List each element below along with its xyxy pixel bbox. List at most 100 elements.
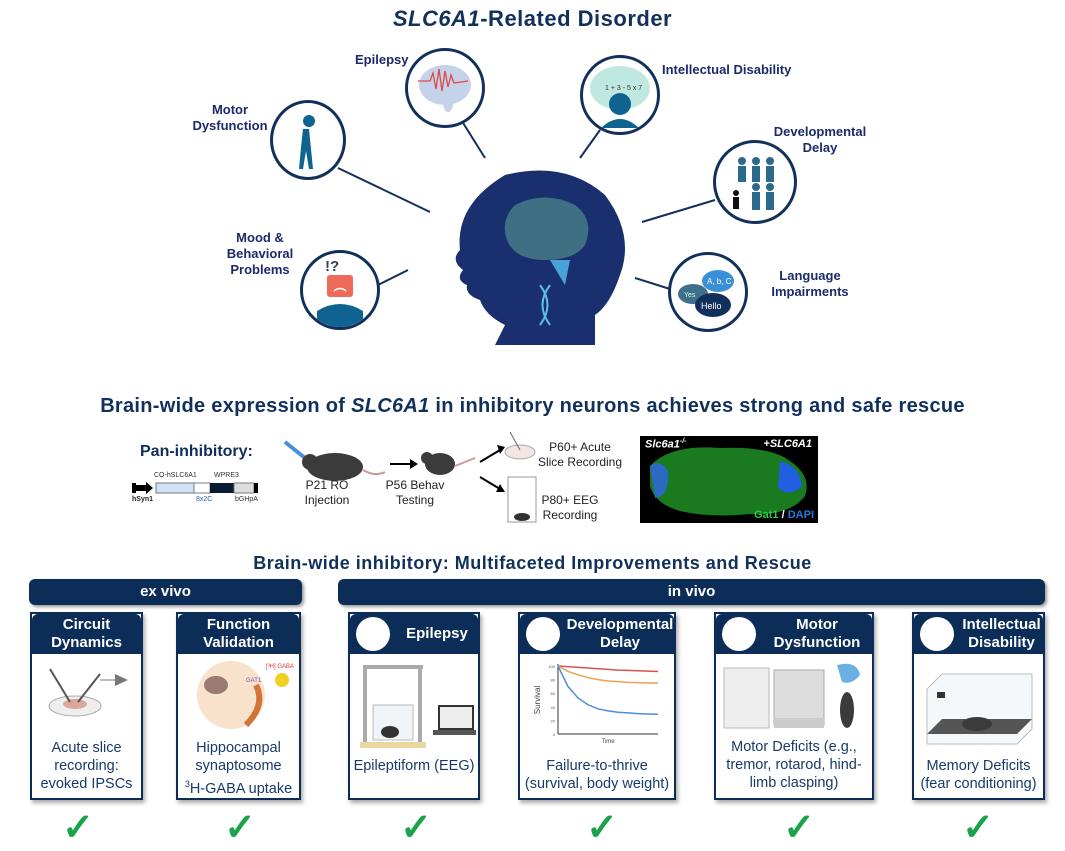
card-body: Acute slice recording: evoked IPSCs bbox=[40, 740, 133, 792]
y-axis-label: Survival bbox=[533, 686, 542, 715]
check-icon: ✓ bbox=[400, 807, 432, 849]
thinking-person-icon: 1 + 3 - 5 x 7 bbox=[590, 66, 650, 128]
symptom-circle-epilepsy bbox=[405, 48, 485, 128]
construct-label-polya: bGHpA bbox=[235, 496, 258, 503]
check-icon: ✓ bbox=[586, 807, 618, 849]
series-line-orange bbox=[557, 665, 658, 684]
petri-dish-icon bbox=[504, 432, 536, 460]
step-p80-label: P80+ EEG Recording bbox=[541, 493, 599, 522]
symptom-circle-intellectual: 1 + 3 - 5 x 7 bbox=[580, 55, 660, 135]
check-icon: ✓ bbox=[962, 807, 994, 849]
label-knockout: Slc6a1-/- bbox=[645, 438, 687, 451]
symptom-label-intellectual: Intellectual Disability bbox=[662, 62, 792, 77]
card-body: Failure-to-thrive (survival, body weight… bbox=[524, 758, 670, 792]
y-tick-label: 20 bbox=[551, 718, 556, 723]
thinking-person-icon bbox=[920, 617, 954, 651]
construct-label-promoter: hSyn1 bbox=[132, 496, 154, 503]
x-axis-label: Time bbox=[601, 739, 615, 745]
angry-person-icon: !? bbox=[317, 258, 363, 327]
expression-title: Brain-wide expression of SLC6A1 in inhib… bbox=[100, 395, 965, 417]
construct-label-cds: CO-hSLC6A1 bbox=[154, 472, 197, 479]
gaba-label: [³H] GABA bbox=[266, 664, 294, 670]
symptom-label-developmental: Developmental Delay bbox=[773, 124, 867, 155]
y-tick-label: 40 bbox=[551, 705, 556, 710]
brain-eeg-icon bbox=[356, 617, 390, 651]
mouse-adult-icon bbox=[302, 453, 386, 481]
stain-legend: Gat1 / DAPI bbox=[754, 509, 814, 521]
symptom-label-epilepsy: Epilepsy bbox=[355, 52, 409, 67]
y-tick-label: 80 bbox=[551, 678, 556, 683]
check-icon: ✓ bbox=[62, 807, 94, 849]
svg-text:Hello: Hello bbox=[701, 301, 722, 311]
rescue-title: Brain-wide inhibitory: Multifaceted Impr… bbox=[253, 553, 812, 573]
family-group-icon bbox=[733, 157, 774, 210]
card-head: Epilepsy bbox=[350, 614, 478, 654]
pan-inhibitory-label: Pan-inhibitory: bbox=[140, 443, 253, 460]
card-head: Circuit Dynamics bbox=[32, 614, 141, 654]
card-body: Epileptiform (EEG) bbox=[353, 758, 475, 774]
label-rescue: +SLC6A1 bbox=[763, 438, 812, 450]
eeg-setup-icon bbox=[360, 665, 476, 748]
construct-label-wpre: WPRE3 bbox=[214, 472, 239, 479]
symptom-label-language: Language Impairments bbox=[771, 268, 849, 299]
symptom-circle-developmental bbox=[713, 140, 797, 224]
vector-construct: CO-hSLC6A1 WPRE3 hSyn1 8x2C bGHpA bbox=[132, 472, 262, 512]
step-p60-label: P60+ Acute Slice Recording bbox=[537, 440, 623, 469]
card-motor-dysfunction: Motor Dysfunction Motor Deficits (e.g., … bbox=[714, 612, 874, 800]
card-circuit-dynamics: Circuit Dynamics Acute slice recording: … bbox=[30, 612, 143, 800]
y-tick-label: 100 bbox=[548, 664, 555, 669]
symptom-label-motor: Motor Dysfunction bbox=[192, 102, 268, 133]
eeg-rig-icon bbox=[507, 476, 537, 523]
series-line-blue bbox=[557, 665, 659, 716]
brain-eeg-icon bbox=[418, 65, 471, 112]
slice-recording-icon bbox=[48, 668, 128, 717]
arrow-up-icon bbox=[479, 445, 505, 463]
family-group-icon bbox=[526, 617, 560, 651]
mouse-young-icon bbox=[421, 452, 476, 475]
step-p21-label: P21 RO Injection bbox=[304, 478, 350, 507]
title-gene: SLC6A1 bbox=[392, 6, 481, 31]
motor-tests-icon bbox=[723, 663, 860, 729]
svg-text:A, b, C: A, b, C bbox=[707, 277, 732, 286]
experiment-timeline-graphic bbox=[283, 432, 537, 523]
check-icon: ✓ bbox=[783, 807, 815, 849]
card-epilepsy: Epilepsy Epileptiform (EEG) bbox=[348, 612, 480, 800]
symptom-circle-language: A, b, C Yes Hello bbox=[668, 252, 748, 332]
child-head-brain-dna-icon bbox=[455, 170, 625, 345]
card-head: Motor Dysfunction bbox=[716, 614, 872, 654]
trembling-person-icon bbox=[722, 617, 756, 651]
group-in-vivo: in vivo bbox=[338, 579, 1045, 605]
card-body: Memory Deficits (fear conditioning) bbox=[920, 758, 1037, 792]
series-line-red bbox=[557, 665, 659, 673]
svg-text:!?: !? bbox=[325, 258, 339, 275]
gat-label: GAT1 bbox=[246, 678, 262, 684]
construct-label-enhancer: 8x2C bbox=[196, 496, 213, 503]
speech-bubbles-icon: A, b, C Yes Hello bbox=[678, 270, 734, 317]
brain-section-image: Slc6a1-/- +SLC6A1 Gat1 / DAPI bbox=[640, 436, 818, 523]
card-function-validation: Function Validation [³H] GABA GAT1 Hippo… bbox=[176, 612, 301, 800]
fear-conditioning-icon bbox=[926, 673, 1033, 745]
y-tick-label: 60 bbox=[551, 691, 556, 696]
symptom-circle-motor bbox=[270, 100, 346, 180]
card-head: Developmental Delay bbox=[520, 614, 674, 654]
trembling-person-icon bbox=[299, 115, 315, 169]
check-icon: ✓ bbox=[224, 807, 256, 849]
title-rest: -Related Disorder bbox=[480, 6, 673, 31]
svg-text:Yes: Yes bbox=[684, 292, 696, 299]
step-p56-label: P56 Behav Testing bbox=[385, 478, 445, 507]
connector-lines bbox=[337, 117, 716, 290]
card-body: Motor Deficits (e.g., tremor, rotarod, h… bbox=[726, 739, 862, 791]
card-intellectual-disability: Intellectual Disability Memory Deficits … bbox=[912, 612, 1045, 800]
arrow-icon bbox=[390, 459, 418, 469]
card-head: Intellectual Disability bbox=[914, 614, 1043, 654]
main-title: SLC6A1-Related Disorder bbox=[0, 6, 1065, 32]
symptom-label-mood: Mood & Behavioral Problems bbox=[226, 230, 294, 277]
card-head: Function Validation bbox=[178, 614, 299, 654]
synaptosome-icon: [³H] GABA GAT1 bbox=[197, 661, 294, 729]
arrow-down-icon bbox=[479, 476, 505, 492]
math-text: 1 + 3 - 5 x 7 bbox=[605, 85, 642, 92]
group-ex-vivo: ex vivo bbox=[29, 579, 302, 605]
